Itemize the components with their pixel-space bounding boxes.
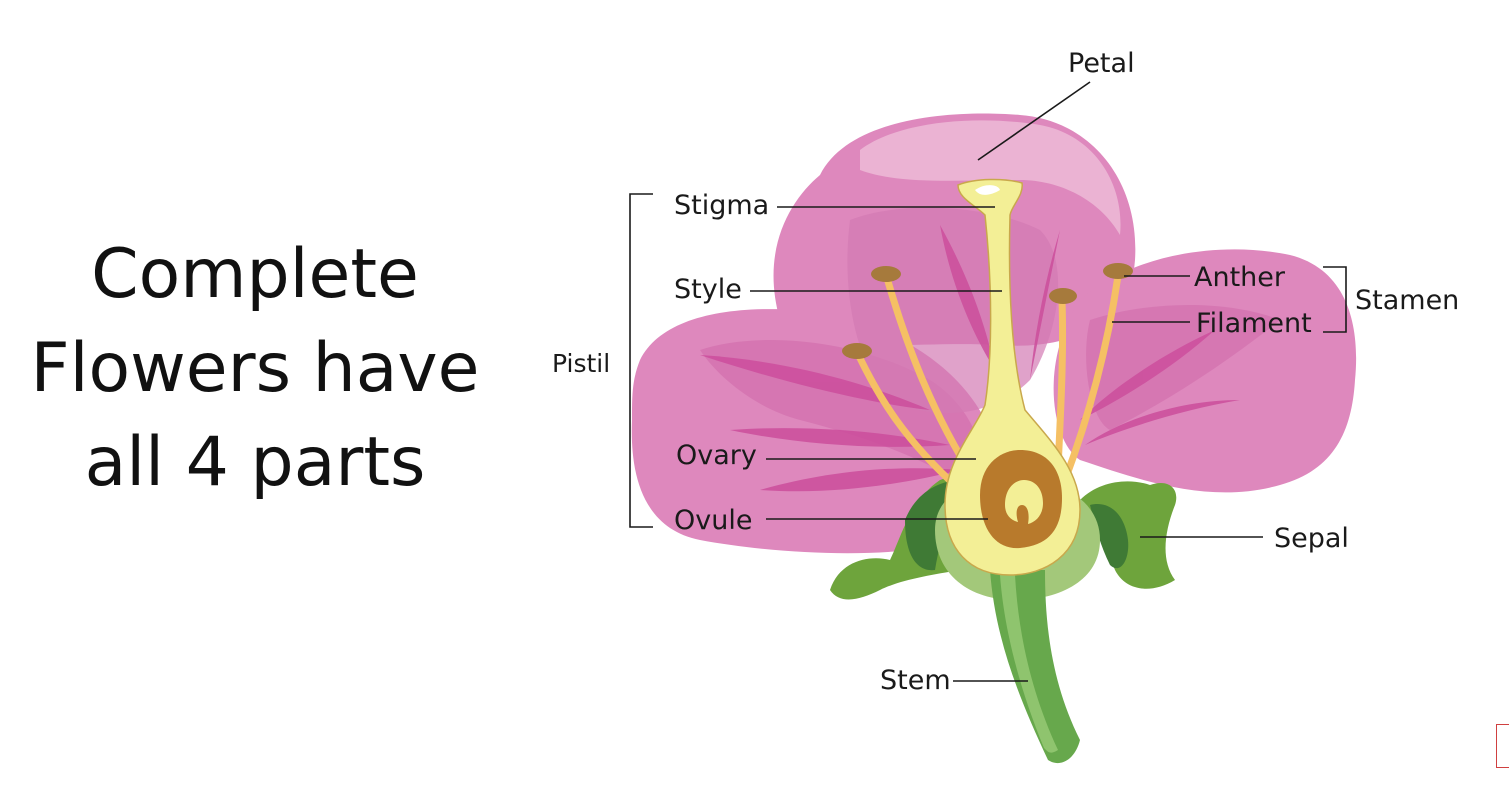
label-petal: Petal: [1068, 48, 1135, 79]
label-anther: Anther: [1194, 262, 1286, 293]
label-stamen: Stamen: [1355, 285, 1459, 316]
petal-right-shade: [1086, 305, 1280, 430]
slide-corner-control[interactable]: [1496, 724, 1509, 768]
petal-leader: [977, 81, 1091, 161]
stem-highlight: [1000, 575, 1058, 753]
leader-lines: [629, 81, 1347, 682]
title-line-1: Complete: [91, 235, 419, 314]
title-line-3: all 4 parts: [84, 423, 426, 502]
slide-title: Complete Flowers have all 4 parts: [0, 228, 510, 510]
flower-illustration: [631, 113, 1357, 764]
ovule-shape: [1005, 480, 1043, 524]
anthers: [842, 263, 1133, 359]
title-line-2: Flowers have: [30, 329, 480, 408]
label-ovule: Ovule: [674, 505, 752, 536]
label-style: Style: [674, 274, 742, 305]
pistil-bracket: [629, 193, 653, 528]
label-stigma: Stigma: [674, 190, 769, 221]
stamen-bracket: [1323, 266, 1347, 333]
petal-center-shade: [847, 207, 1059, 414]
sepal-right-dark: [1090, 504, 1129, 569]
stigma-highlight: [975, 185, 1000, 195]
label-sepal: Sepal: [1274, 523, 1349, 554]
petal-veins: [700, 225, 1240, 492]
label-pistil: Pistil: [552, 349, 610, 378]
label-stem: Stem: [880, 665, 951, 696]
label-filament: Filament: [1196, 308, 1312, 339]
diagram-labels: Petal Stigma Style Pistil Ovary Ovule An…: [552, 48, 1459, 696]
label-ovary: Ovary: [676, 440, 757, 471]
petal-highlight: [860, 120, 1121, 235]
